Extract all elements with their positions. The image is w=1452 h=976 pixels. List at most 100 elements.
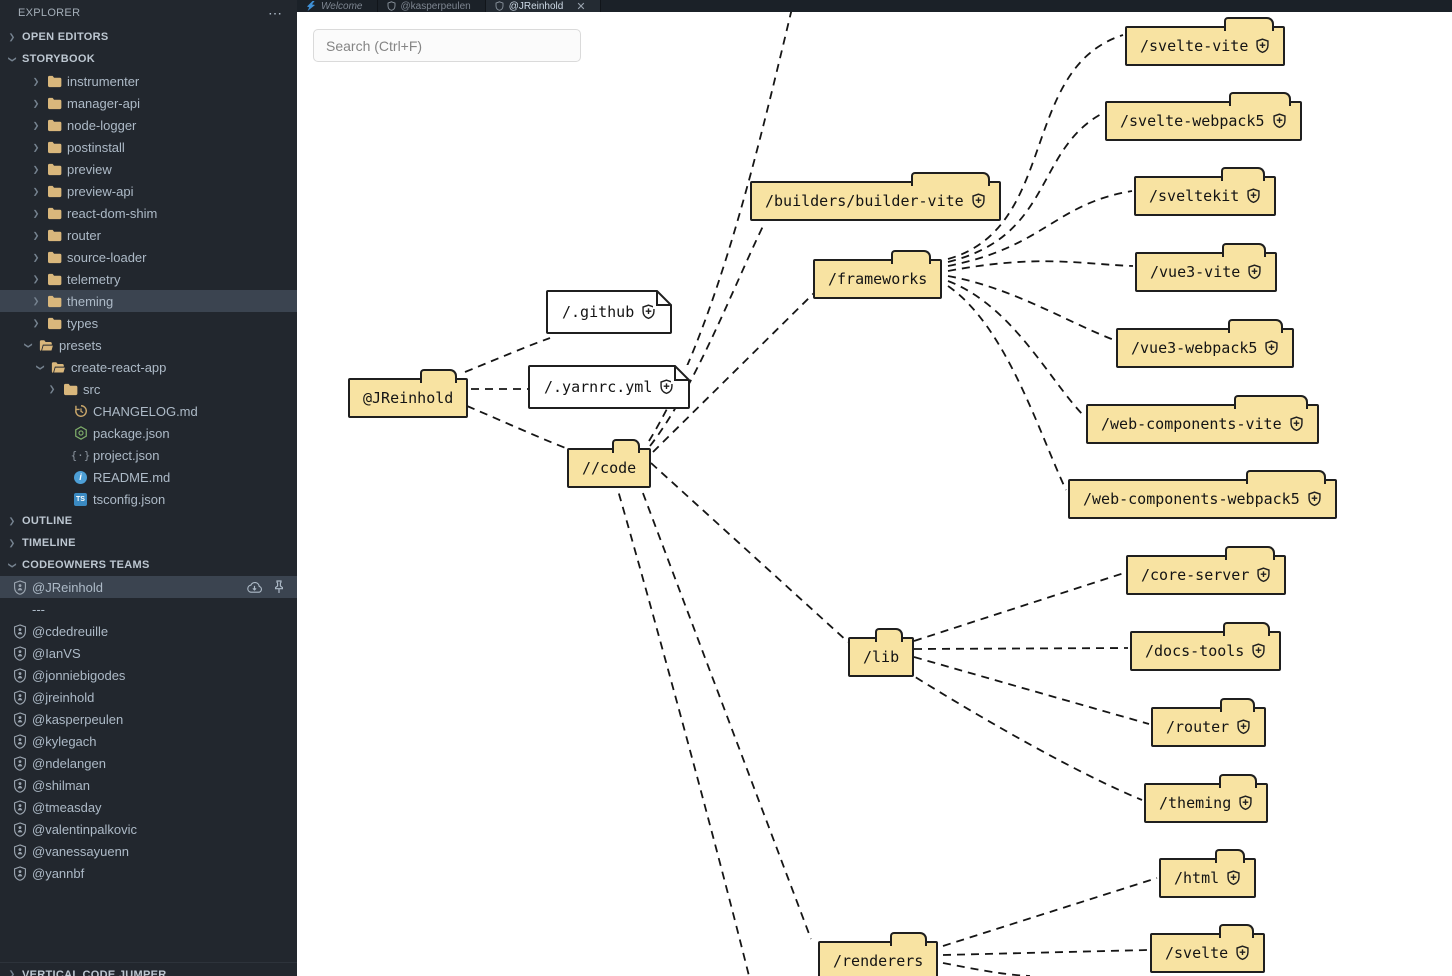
section-vertical-code-jumper[interactable]: ❯ VERTICAL CODE JUMPER [0,962,297,976]
tree-item-create-react-app[interactable]: ❯create-react-app [0,356,297,378]
section-timeline[interactable]: ❯ TIMELINE [0,532,297,554]
folder-icon [48,207,62,219]
tab-Welcome[interactable]: Welcome [297,0,378,12]
codeowner-item-@tmeasday[interactable]: @tmeasday [0,796,297,818]
tab-@kasperpeulen[interactable]: @kasperpeulen [378,0,486,12]
tree-item-telemetry[interactable]: ❯telemetry [0,268,297,290]
codeowner-item-@ndelangen[interactable]: @ndelangen [0,752,297,774]
codeowners-list: @JReinhold---@cdedreuille@IanVS@jonniebi… [0,576,297,884]
pin-icon[interactable] [273,580,285,594]
graph-node-yarnrc[interactable]: /.yarnrc.yml [528,365,691,409]
graph-node-sveltekit[interactable]: /sveltekit [1134,167,1277,216]
graph-node-vue3-webpack5[interactable]: /vue3-webpack5 [1116,319,1295,368]
chevron-right-icon: ❯ [32,252,40,262]
graph-node-theming[interactable]: /theming [1144,774,1269,823]
codeowner-item-@cdedreuille[interactable]: @cdedreuille [0,620,297,642]
section-codeowners-teams[interactable]: ❯ CODEOWNERS TEAMS [0,554,297,576]
tree-item-presets[interactable]: ❯presets [0,334,297,356]
codeowner-item-@jreinhold[interactable]: @jreinhold [0,686,297,708]
graph-node-svelte-vite[interactable]: /svelte-vite [1125,17,1286,66]
node-label: /html [1174,869,1220,887]
folder-tab [891,250,932,264]
graph-node-vue3-vite[interactable]: /vue3-vite [1135,243,1278,292]
tree-item-project.json[interactable]: {·}project.json [0,444,297,466]
chevron-down-icon: ❯ [23,341,33,349]
close-icon[interactable]: ✕ [576,0,586,13]
tree-item-label: theming [67,293,114,309]
codeowner-item-@valentinpalkovic[interactable]: @valentinpalkovic [0,818,297,840]
folder-icon [48,75,62,87]
codeowner-label: @vanessayuenn [32,843,130,859]
codeowner-item----[interactable]: --- [0,598,297,620]
tree-item-types[interactable]: ❯types [0,312,297,334]
tree-item-source-loader[interactable]: ❯source-loader [0,246,297,268]
section-open-editors[interactable]: ❯ OPEN EDITORS [0,26,297,48]
codeowner-item-@yannbf[interactable]: @yannbf [0,862,297,884]
shield-plus-icon [1252,643,1265,659]
codeowner-item-@shilman[interactable]: @shilman [0,774,297,796]
tree-item-router[interactable]: ❯router [0,224,297,246]
codeowner-label: @yannbf [32,865,85,881]
graph-node-lib[interactable]: /lib [848,628,915,677]
shield-plus-icon [1257,567,1271,583]
graph-node-jreinhold[interactable]: @JReinhold [348,369,469,418]
search-input[interactable] [313,29,581,62]
graph-node-code[interactable]: //code [567,439,652,488]
more-actions-icon[interactable]: ⋯ [268,4,283,21]
chevron-down-icon: ❯ [35,363,45,371]
tree-item-CHANGELOG.md[interactable]: CHANGELOG.md [0,400,297,422]
tree-item-theming[interactable]: ❯theming [0,290,297,312]
tree-item-src[interactable]: ❯src [0,378,297,400]
chevron-right-icon: ❯ [32,318,40,328]
edge-code-to-builders [649,223,765,447]
explorer-header: EXPLORER ⋯ [0,0,297,26]
tree-item-node-logger[interactable]: ❯node-logger [0,114,297,136]
shield-plus-icon [1227,870,1240,886]
edge-frameworks-to-svelte-webpack5 [947,112,1104,263]
graph-node-github[interactable]: /.github [546,290,673,334]
shield-person-icon [13,623,26,639]
codeowner-item-@jonniebigodes[interactable]: @jonniebigodes [0,664,297,686]
graph-node-builders[interactable]: /builders/builder-vite [750,172,1001,221]
edge-frameworks-to-web-components-vite [947,280,1085,417]
tab-@JReinhold[interactable]: @JReinhold✕ [485,0,601,13]
folder-tab [1225,546,1276,560]
folder-tab [1234,395,1308,409]
graph-node-frameworks[interactable]: /frameworks [813,250,943,299]
codeowner-item-@IanVS[interactable]: @IanVS [0,642,297,664]
tree-item-postinstall[interactable]: ❯postinstall [0,136,297,158]
tree-item-preview[interactable]: ❯preview [0,158,297,180]
graph-node-docs-tools[interactable]: /docs-tools [1130,622,1282,671]
section-outline[interactable]: ❯ OUTLINE [0,510,297,532]
graph-node-html[interactable]: /html [1159,849,1257,898]
graph-node-web-components-vite[interactable]: /web-components-vite [1086,395,1319,444]
shield-person-icon [13,579,26,595]
tree-item-instrumenter[interactable]: ❯instrumenter [0,70,297,92]
codeowner-item-@vanessayuenn[interactable]: @vanessayuenn [0,840,297,862]
node-label: /docs-tools [1145,642,1245,660]
folder-tab [890,932,928,946]
chevron-right-icon: ❯ [32,274,40,284]
tree-item-package.json[interactable]: package.json [0,422,297,444]
tab-bar: Welcome@kasperpeulen@JReinhold✕ [297,0,1452,12]
codeowner-item-@kylegach[interactable]: @kylegach [0,730,297,752]
tree-item-react-dom-shim[interactable]: ❯react-dom-shim [0,202,297,224]
codeowner-item-@JReinhold[interactable]: @JReinhold [0,576,297,598]
graph-node-renderers[interactable]: /renderers [818,932,939,976]
folder-icon [48,119,62,131]
cloud-download-icon[interactable] [246,581,263,594]
section-storybook[interactable]: ❯ STORYBOOK [0,48,297,70]
section-label: STORYBOOK [22,53,95,65]
tree-item-preview-api[interactable]: ❯preview-api [0,180,297,202]
chevron-right-icon: ❯ [8,516,16,526]
graph-node-svelte-webpack5[interactable]: /svelte-webpack5 [1105,92,1302,141]
welcome-icon [307,1,315,11]
graph-node-core-server[interactable]: /core-server [1126,546,1287,595]
codeowner-item-@kasperpeulen[interactable]: @kasperpeulen [0,708,297,730]
graph-node-svelte[interactable]: /svelte [1150,924,1266,973]
tree-item-manager-api[interactable]: ❯manager-api [0,92,297,114]
graph-node-router[interactable]: /router [1151,698,1267,747]
graph-node-web-components-webpack5[interactable]: /web-components-webpack5 [1068,470,1337,519]
